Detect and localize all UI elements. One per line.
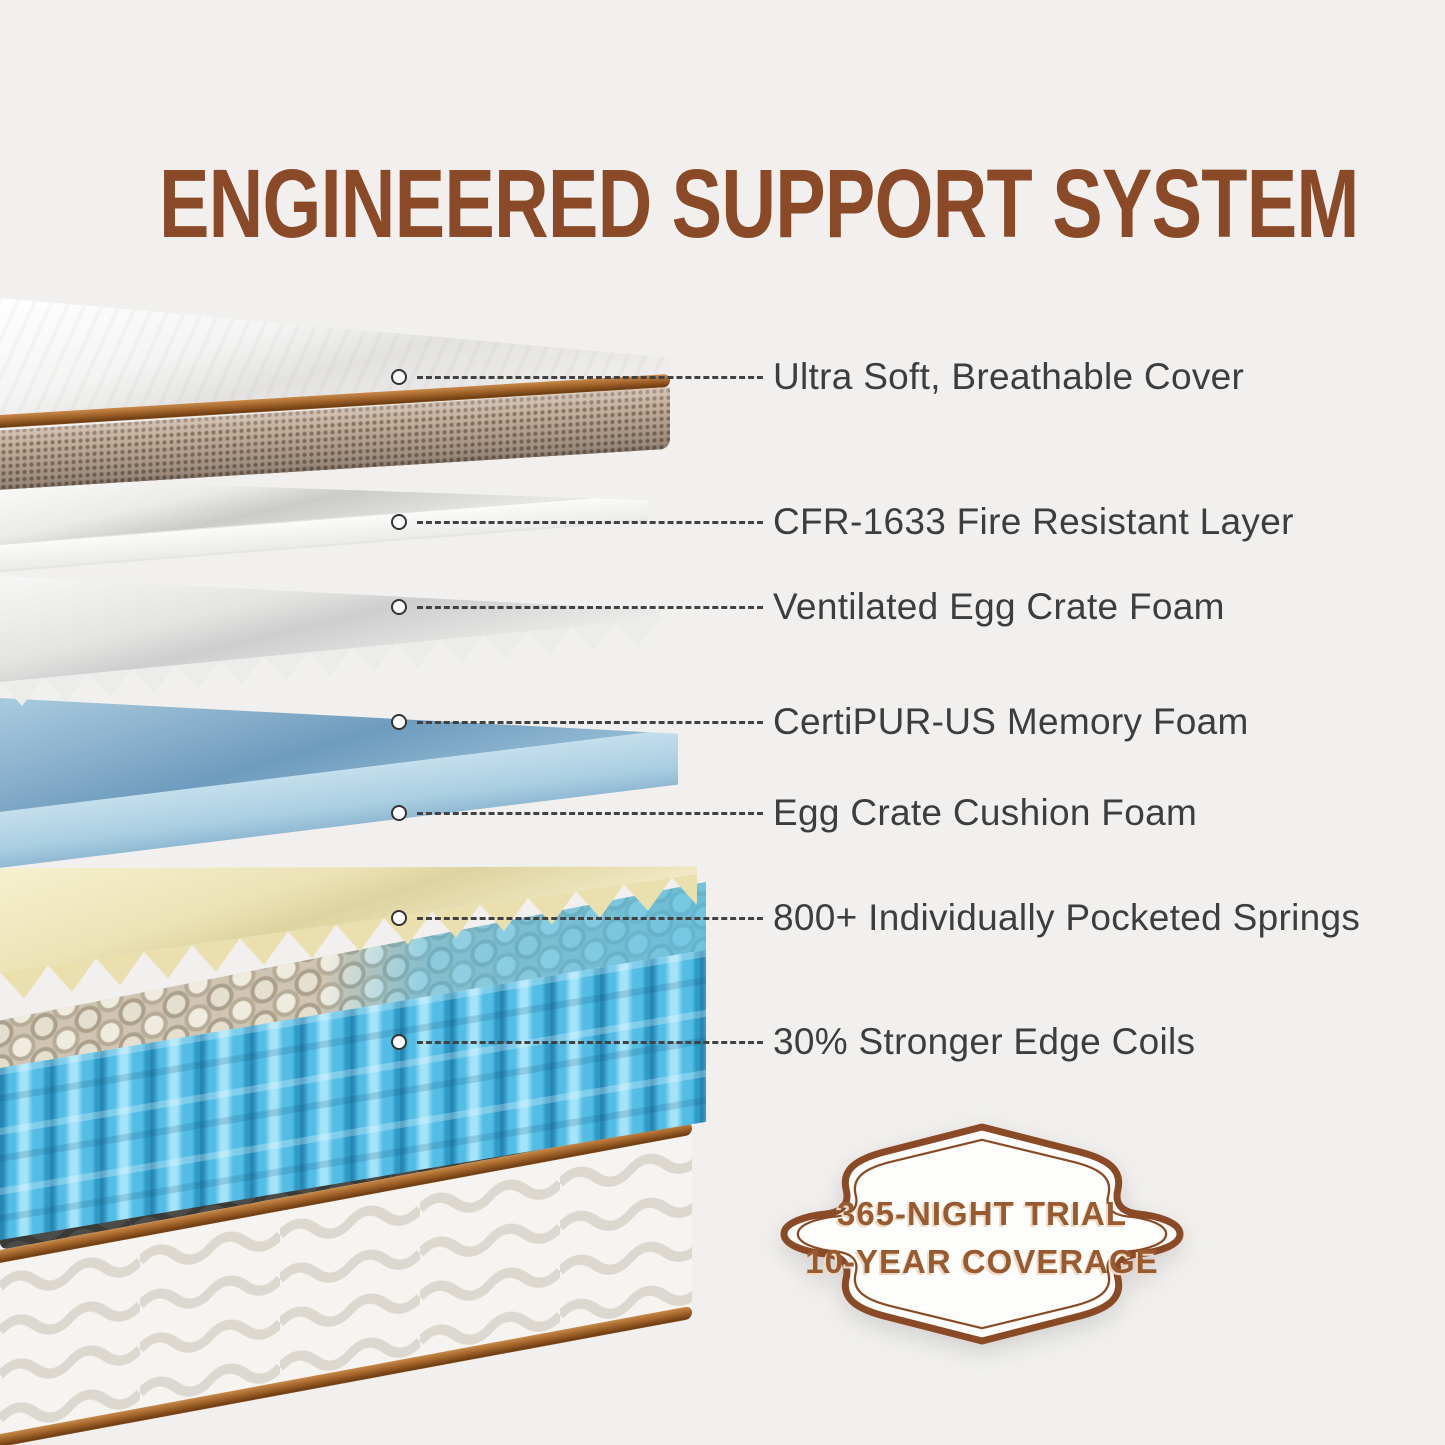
- egg-crate-zigzag-edge: [0, 618, 660, 708]
- callout-dashed-line: [417, 520, 763, 524]
- base-quilted-side: [0, 1134, 692, 1434]
- callout-row-cover: Ultra Soft, Breathable Cover: [391, 356, 1244, 398]
- callout-label: CFR-1633 Fire Resistant Layer: [773, 501, 1294, 542]
- callout-marker-icon: [391, 1034, 407, 1050]
- page-title: ENGINEERED SUPPORT SYSTEM: [158, 148, 1359, 258]
- cushion-foam-zigzag-edge: [0, 874, 697, 1002]
- layer-ventilated-egg-crate-foam: [0, 512, 660, 708]
- callout-label: Egg Crate Cushion Foam: [773, 792, 1198, 833]
- callout-dashed-line: [417, 811, 763, 815]
- badge-line2: 10-YEAR COVERAGE: [805, 1243, 1158, 1280]
- callout-marker-icon: [391, 514, 407, 530]
- callout-row-memory-foam: CertiPUR-US Memory Foam: [391, 701, 1249, 743]
- badge-line1: 365-NIGHT TRIAL: [837, 1195, 1127, 1232]
- callout-row-edge-coils: 30% Stronger Edge Coils: [391, 1021, 1195, 1063]
- callout-row-cushion-foam: Egg Crate Cushion Foam: [391, 792, 1197, 834]
- callout-dashed-line: [417, 1040, 763, 1044]
- callout-marker-icon: [391, 910, 407, 926]
- callout-marker-icon: [391, 714, 407, 730]
- callout-row-fire-layer: CFR-1633 Fire Resistant Layer: [391, 501, 1294, 543]
- callout-row-egg-crate-foam: Ventilated Egg Crate Foam: [391, 586, 1225, 628]
- layer-egg-crate-cushion-foam: [0, 770, 697, 1002]
- callout-dashed-line: [417, 375, 763, 379]
- callout-label: Ultra Soft, Breathable Cover: [773, 356, 1245, 397]
- callout-dashed-line: [417, 916, 763, 920]
- callout-label: 30% Stronger Edge Coils: [773, 1021, 1196, 1062]
- badge-line1-shadow: 365-NIGHT TRIAL: [835, 1197, 1125, 1234]
- callout-dashed-line: [417, 605, 763, 609]
- callout-marker-icon: [391, 805, 407, 821]
- callout-dashed-line: [417, 720, 763, 724]
- badge-line2-shadow: 10-YEAR COVERAGE: [803, 1245, 1156, 1282]
- warranty-badge: 365-NIGHT TRIAL 10-YEAR COVERAGE 365-NIG…: [780, 1123, 1184, 1345]
- callout-marker-icon: [391, 599, 407, 615]
- badge-inner-frame: [796, 1138, 1168, 1330]
- callout-label: Ventilated Egg Crate Foam: [773, 586, 1225, 627]
- callout-label: 800+ Individually Pocketed Springs: [773, 897, 1361, 938]
- callout-row-pocketed-springs: 800+ Individually Pocketed Springs: [391, 897, 1360, 939]
- badge-outer-frame: [780, 1123, 1184, 1345]
- base-side-wave-texture: [0, 1134, 692, 1434]
- callout-label: CertiPUR-US Memory Foam: [773, 701, 1249, 742]
- callout-marker-icon: [391, 369, 407, 385]
